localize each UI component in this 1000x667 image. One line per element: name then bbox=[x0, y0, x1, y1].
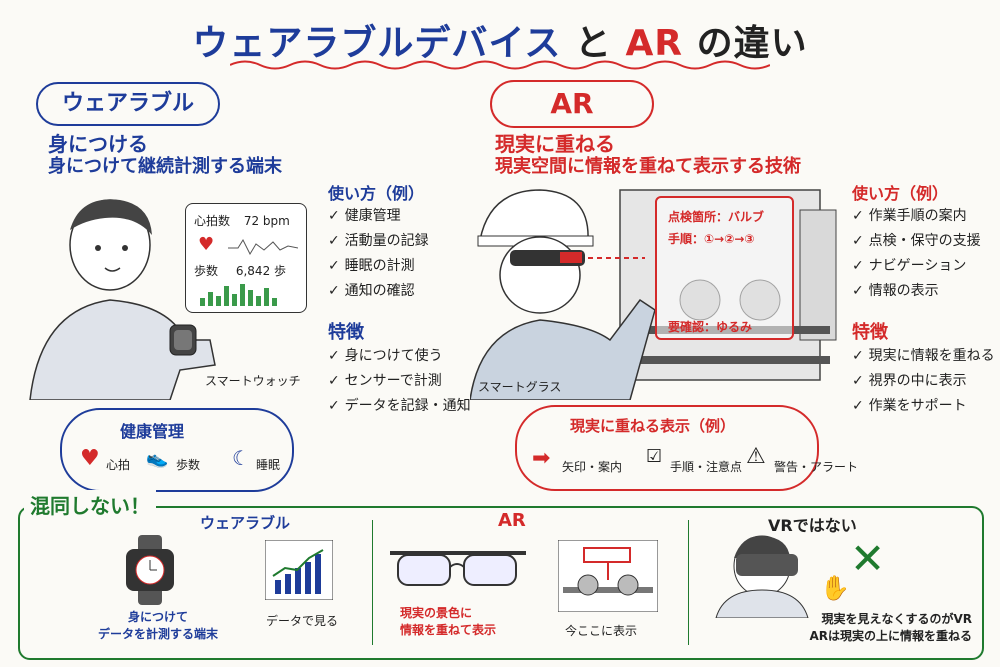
bottom-vr-caption: 現実を見えなくするのがVR ARは現実の上に情報を重ねる bbox=[809, 612, 972, 643]
ar-usage-title: 使い方（例） bbox=[852, 184, 949, 203]
person-watch-illustration bbox=[29, 199, 216, 400]
hr-label: 心拍数 bbox=[194, 214, 231, 228]
health-title: 健康管理 bbox=[120, 422, 185, 441]
page-title: ウェアラブルデバイス と AR の違い bbox=[192, 23, 808, 64]
glasses-caption: スマートグラス bbox=[478, 380, 562, 394]
moon-icon: ☾ bbox=[232, 446, 250, 470]
ar-glasses-icon bbox=[390, 551, 526, 586]
divider bbox=[688, 520, 689, 645]
list-item: 身につけて使う bbox=[328, 344, 471, 369]
divider bbox=[372, 520, 373, 645]
steps-bar-icon bbox=[200, 284, 277, 306]
overlay-line-2: 手順：①→②→③ bbox=[668, 232, 755, 246]
ar-usage-list: 作業手順の案内 点検・保守の支援 ナビゲーション 情報の表示 bbox=[852, 204, 981, 304]
cross-icon: ✕ bbox=[850, 534, 886, 583]
bottom-ar-heading: AR bbox=[498, 510, 526, 531]
list-item: センサーで計測 bbox=[328, 369, 471, 394]
list-item: 通知の確認 bbox=[328, 279, 429, 304]
heartbeat-line-icon bbox=[228, 238, 298, 256]
ar-desc: 現実空間に情報を重ねて表示する技術 bbox=[495, 156, 801, 177]
list-item: 点検・保守の支援 bbox=[852, 229, 981, 254]
example-warning: 警告・アラート bbox=[774, 460, 859, 474]
ar-tagline: 現実に重ねる bbox=[495, 132, 615, 156]
health-item-heart: 心拍 bbox=[106, 458, 131, 472]
list-item: 視界の中に表示 bbox=[852, 369, 995, 394]
ar-feature-list: 現実に情報を重ねる 視界の中に表示 作業をサポート bbox=[852, 344, 995, 419]
wearable-usage-title: 使い方（例） bbox=[328, 184, 425, 203]
overlay-line-1: 点検箇所：バルブ bbox=[668, 210, 765, 224]
bottom-wearable-caption: 身につけて データを計測する端末 bbox=[97, 610, 218, 641]
bottom-wearable-heading: ウェアラブル bbox=[200, 514, 291, 532]
list-item: 作業をサポート bbox=[852, 394, 995, 419]
shoe-icon: 👟 bbox=[146, 448, 169, 469]
list-item: 作業手順の案内 bbox=[852, 204, 981, 229]
bottom-ar-sub: 今ここに表示 bbox=[565, 624, 638, 638]
list-item: 健康管理 bbox=[328, 204, 429, 229]
overlay-line-3: 要確認：ゆるみ bbox=[668, 320, 753, 334]
ar-feature-title: 特徴 bbox=[852, 322, 888, 343]
steps-value: 6,842 歩 bbox=[235, 264, 287, 278]
health-cloud bbox=[60, 408, 294, 492]
heart-icon: ♥ bbox=[80, 446, 100, 471]
list-item: 活動量の記録 bbox=[328, 229, 429, 254]
list-item: ナビゲーション bbox=[852, 254, 981, 279]
comparison-panel bbox=[18, 506, 984, 660]
title-underline bbox=[230, 60, 770, 70]
bottom-ar-caption: 現実の景色に 情報を重ねて表示 bbox=[400, 606, 497, 637]
ar-scene-icon bbox=[558, 540, 658, 612]
wearable-usage-list: 健康管理 活動量の記録 睡眠の計測 通知の確認 bbox=[328, 204, 429, 304]
ar-overlay-panel bbox=[655, 196, 794, 340]
comparison-title: 混同しない！ bbox=[24, 490, 156, 519]
smartwatch-icon bbox=[126, 535, 174, 605]
wearable-desc: 身につけて継続計測する端末 bbox=[48, 156, 282, 177]
ar-pill: AR bbox=[490, 80, 654, 128]
wearable-pill: ウェアラブル bbox=[36, 82, 220, 126]
list-item: 現実に情報を重ねる bbox=[852, 344, 995, 369]
watch-data-card: 心拍数 72 bpm ♥ 歩数 6,842 歩 bbox=[185, 203, 307, 313]
health-item-steps: 歩数 bbox=[176, 458, 201, 472]
warning-icon: ⚠ bbox=[746, 444, 766, 469]
vr-headset-person-icon bbox=[715, 535, 809, 618]
wearable-feature-title: 特徴 bbox=[328, 322, 364, 343]
bottom-wearable-sub: データで見る bbox=[266, 614, 339, 628]
ar-examples-cloud bbox=[515, 405, 819, 491]
waving-hand-icon: ✋ bbox=[820, 574, 850, 602]
hr-value: 72 bpm bbox=[243, 214, 290, 228]
checklist-icon: ☑ bbox=[646, 446, 663, 467]
ar-examples-title: 現実に重ねる表示（例） bbox=[570, 417, 736, 435]
wearable-tagline: 身につける bbox=[48, 132, 148, 156]
health-item-sleep: 睡眠 bbox=[256, 458, 281, 472]
list-item: データを記録・通知 bbox=[328, 394, 471, 419]
list-item: 情報の表示 bbox=[852, 279, 981, 304]
example-arrow: 矢印・案内 bbox=[562, 460, 623, 474]
heart-icon: ♥ bbox=[198, 234, 215, 255]
example-steps: 手順・注意点 bbox=[670, 460, 743, 474]
data-chart-icon bbox=[265, 540, 333, 600]
steps-label: 歩数 bbox=[194, 264, 219, 278]
wearable-feature-list: 身につけて使う センサーで計測 データを記録・通知 bbox=[328, 344, 471, 419]
watch-caption: スマートウォッチ bbox=[205, 374, 301, 388]
arrow-icon: ➡ bbox=[532, 446, 551, 471]
bottom-vr-heading: VRではない bbox=[768, 516, 857, 535]
list-item: 睡眠の計測 bbox=[328, 254, 429, 279]
